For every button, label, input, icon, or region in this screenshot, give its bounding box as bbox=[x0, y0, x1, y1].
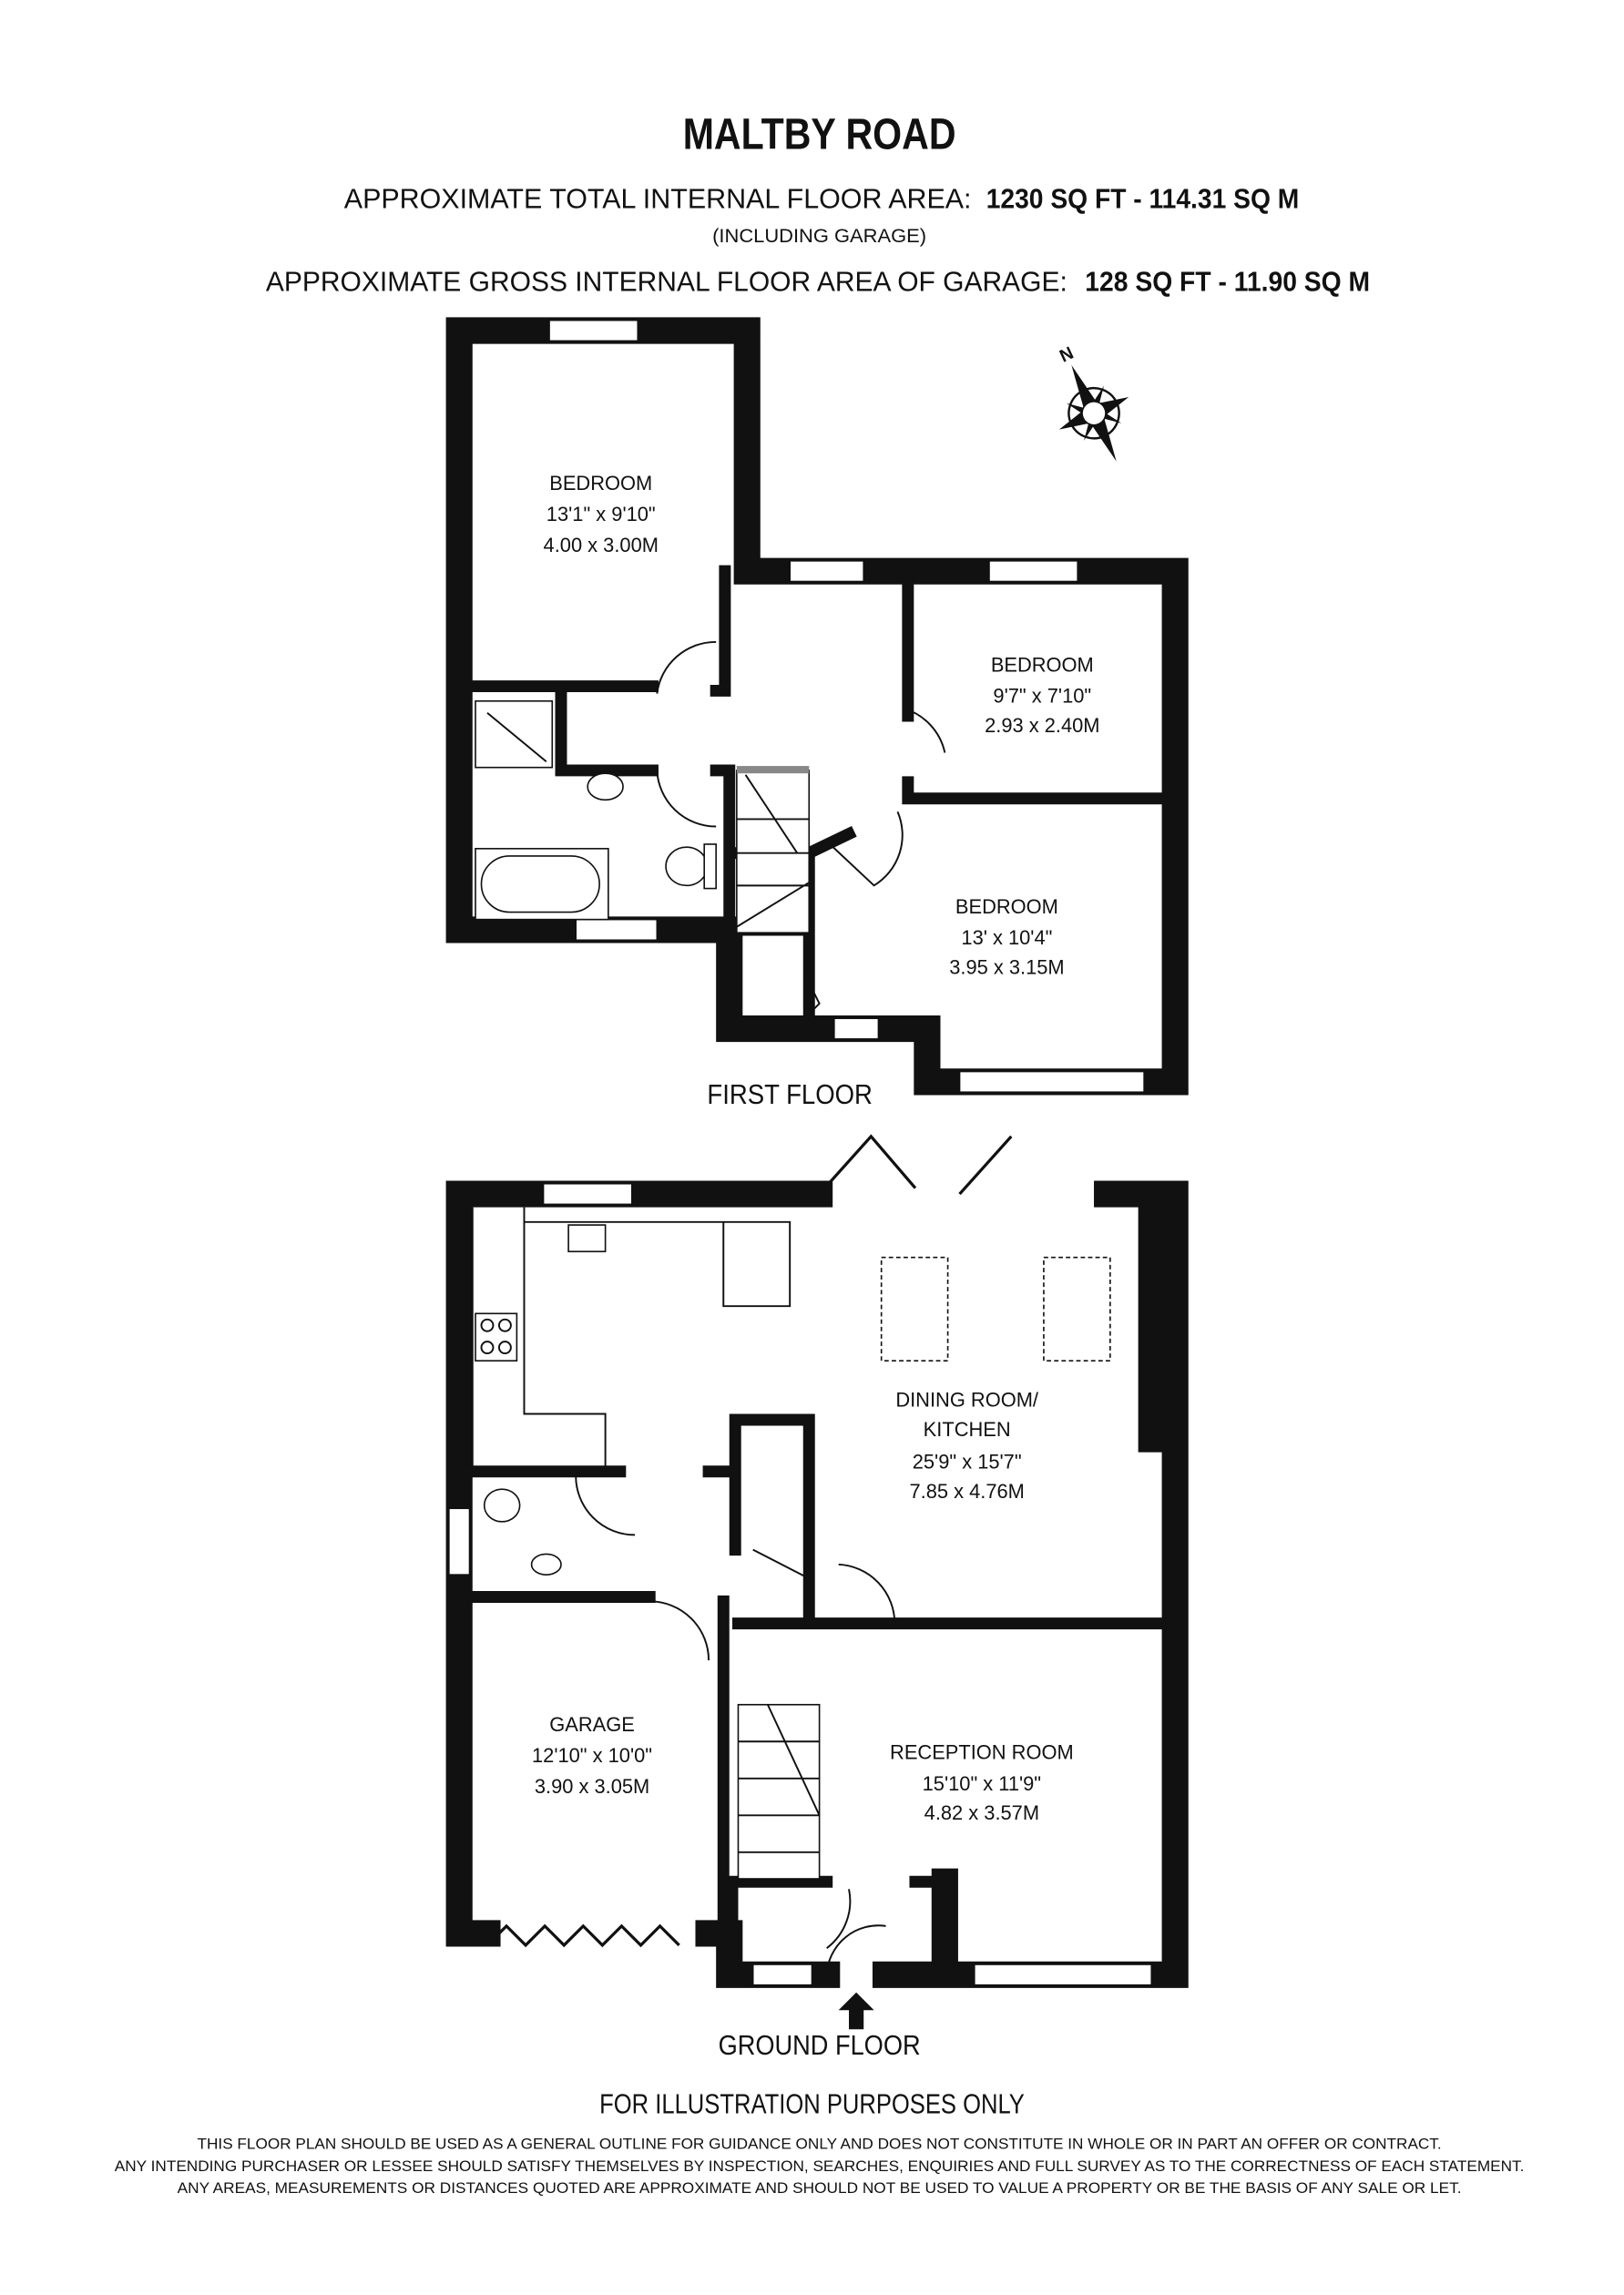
room-name: DINING ROOM/ bbox=[895, 1388, 1039, 1411]
disclaimer-line: THIS FLOOR PLAN SHOULD BE USED AS A GENE… bbox=[198, 2136, 1442, 2153]
room-name: RECEPTION ROOM bbox=[890, 1741, 1074, 1764]
room-name: BEDROOM bbox=[955, 895, 1058, 918]
room-dimensions-imperial: 9'7" x 7'10" bbox=[993, 684, 1091, 707]
toilet-icon bbox=[665, 846, 709, 887]
compass-rose-icon: N bbox=[1057, 343, 1129, 462]
sink-icon bbox=[567, 1224, 607, 1253]
compass-north-label: N bbox=[1057, 343, 1077, 367]
room-name: BEDROOM bbox=[991, 653, 1094, 676]
window bbox=[542, 1182, 633, 1206]
basin-icon bbox=[530, 1553, 562, 1576]
room-dimensions-metric: 2.93 x 2.40M bbox=[985, 714, 1099, 737]
footer: FOR ILLUSTRATION PURPOSES ONLY THIS FLOO… bbox=[115, 2088, 1525, 2198]
room-label-reception: RECEPTION ROOM 15'10" x 11'9" 4.82 x 3.5… bbox=[890, 1741, 1074, 1824]
garage-door bbox=[485, 1923, 680, 1948]
total-area-label: APPROXIMATE TOTAL INTERNAL FLOOR AREA: bbox=[344, 183, 972, 215]
window bbox=[958, 1070, 1145, 1094]
room-dimensions-metric: 7.85 x 4.76M bbox=[909, 1480, 1024, 1503]
garage-area-value: 128 SQ FT - 11.90 SQ M bbox=[1085, 265, 1370, 297]
staircase bbox=[736, 766, 811, 934]
room-dimensions-imperial: 13' x 10'4" bbox=[961, 926, 1052, 949]
room-dimensions-metric: 3.95 x 3.15M bbox=[949, 956, 1064, 979]
window bbox=[988, 560, 1079, 583]
total-area-value: 1230 SQ FT - 114.31 SQ M bbox=[986, 183, 1300, 215]
ground-floor-label: GROUND FLOOR bbox=[719, 2029, 921, 2061]
door-swing bbox=[656, 640, 946, 1019]
including-garage-note: (INCLUDING GARAGE) bbox=[712, 226, 926, 247]
window bbox=[548, 319, 639, 342]
page-title: MALTBY ROAD bbox=[683, 110, 956, 159]
ground-floor-plan: DINING ROOM/ KITCHEN 25'9" x 15'7" 7.85 … bbox=[445, 1134, 1189, 2061]
kitchen-worktop bbox=[471, 1207, 792, 1469]
bifold-door bbox=[818, 1134, 1013, 1196]
window bbox=[832, 1017, 880, 1040]
window bbox=[751, 1964, 813, 1986]
room-name: BEDROOM bbox=[549, 472, 652, 495]
door-swing bbox=[575, 1475, 896, 1975]
header: MALTBY ROAD APPROXIMATE TOTAL INTERNAL F… bbox=[266, 110, 1370, 298]
room-dimensions-metric: 4.82 x 3.57M bbox=[924, 1801, 1039, 1824]
first-floor-label: FIRST FLOOR bbox=[707, 1078, 873, 1110]
room-label-bedroom-3: BEDROOM 13' x 10'4" 3.95 x 3.15M bbox=[949, 895, 1064, 978]
room-label-garage: GARAGE 12'10" x 10'0" 3.90 x 3.05M bbox=[532, 1713, 652, 1798]
toilet-icon bbox=[483, 1488, 521, 1523]
skylight bbox=[1043, 1256, 1111, 1362]
ground-floor-internal-walls bbox=[453, 1413, 1181, 1981]
hob-icon bbox=[475, 1312, 518, 1362]
room-label-bedroom-1: BEDROOM 13'1" x 9'10" 4.00 x 3.00M bbox=[544, 472, 659, 556]
room-name: GARAGE bbox=[549, 1713, 635, 1736]
first-floor-internal-walls bbox=[453, 565, 1181, 1025]
room-name-line2: KITCHEN bbox=[924, 1418, 1011, 1441]
room-dimensions-imperial: 15'10" x 11'9" bbox=[923, 1772, 1041, 1795]
room-dimensions-imperial: 12'10" x 10'0" bbox=[532, 1744, 652, 1767]
illustration-note: FOR ILLUSTRATION PURPOSES ONLY bbox=[599, 2088, 1025, 2120]
window bbox=[575, 918, 659, 942]
room-dimensions-imperial: 13'1" x 9'10" bbox=[546, 503, 656, 525]
entrance-arrow-icon bbox=[838, 1992, 874, 2030]
window bbox=[448, 1507, 471, 1576]
skylight bbox=[880, 1256, 949, 1362]
garage-area-label: APPROXIMATE GROSS INTERNAL FLOOR AREA OF… bbox=[266, 265, 1067, 297]
disclaimer-line: ANY AREAS, MEASUREMENTS OR DISTANCES QUO… bbox=[178, 2179, 1462, 2197]
staircase bbox=[737, 1703, 821, 1880]
window bbox=[789, 560, 865, 583]
room-label-dining-kitchen: DINING ROOM/ KITCHEN 25'9" x 15'7" 7.85 … bbox=[895, 1388, 1039, 1502]
basin-icon bbox=[587, 772, 624, 801]
room-dimensions-metric: 3.90 x 3.05M bbox=[535, 1775, 649, 1798]
disclaimer-line: ANY INTENDING PURCHASER OR LESSEE SHOULD… bbox=[115, 2157, 1525, 2175]
first-floor-plan: BEDROOM 13'1" x 9'10" 4.00 x 3.00M BEDRO… bbox=[445, 317, 1189, 1110]
window bbox=[973, 1964, 1153, 1986]
room-dimensions-imperial: 25'9" x 15'7" bbox=[913, 1450, 1022, 1473]
room-dimensions-metric: 4.00 x 3.00M bbox=[544, 534, 659, 556]
room-label-bedroom-2: BEDROOM 9'7" x 7'10" 2.93 x 2.40M bbox=[985, 653, 1099, 736]
